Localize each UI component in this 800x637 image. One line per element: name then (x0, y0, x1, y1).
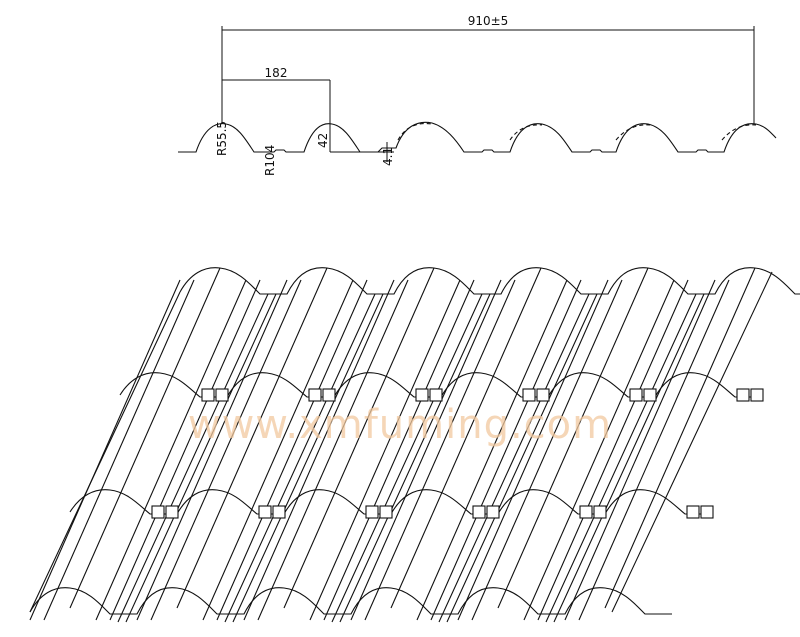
sheet-ridge-line (95, 279, 247, 621)
sheet-step-block (365, 505, 379, 519)
sheet-step-block (486, 505, 500, 519)
sheet-ridge-line (109, 279, 261, 621)
sheet-top-edge (179, 267, 800, 295)
sheet-ridge-line (202, 279, 354, 621)
sheet-bottom-edge (29, 587, 672, 615)
pitch-label: 182 (265, 66, 288, 80)
profile-outline (178, 121, 777, 153)
sheet-ridge-line (323, 279, 475, 621)
sheet-step-block (579, 505, 593, 519)
sheet-step-block (379, 505, 393, 519)
sheet-step-block (272, 505, 286, 519)
sheet-ridge-line (232, 293, 384, 623)
sheet-ridge-line (309, 279, 461, 621)
sheet-step-block (750, 388, 764, 402)
dimension-labels: 910±5 182 R55.5 R104 42 4.1 (215, 14, 508, 176)
sheet-step-block (643, 388, 657, 402)
sheet-ridge-line (416, 279, 568, 621)
sheet-ridge-line (224, 293, 376, 623)
tile-sheet-isometric (29, 267, 800, 623)
sheet-ridge-line (564, 279, 716, 621)
sheet-ridge-line (471, 279, 623, 621)
sheet-ridge-line (69, 267, 221, 609)
sheet-step-block (429, 388, 443, 402)
sheet-ridge-line (117, 293, 269, 623)
sheet-step-block (736, 388, 750, 402)
step-height-label: 4.1 (381, 147, 395, 166)
sheet-ridge-line (331, 293, 483, 623)
sheet-step-block (308, 388, 322, 402)
sheet-ridge-line (283, 267, 435, 609)
sheet-ridge-line (578, 279, 730, 621)
sheet-ridge-line (457, 279, 609, 621)
crest-height-label: 42 (316, 133, 330, 148)
sheet-ridge-line (257, 279, 409, 621)
sheet-left-edge (29, 291, 181, 613)
overall-width-label: 910±5 (468, 14, 509, 28)
profile-section (178, 121, 777, 153)
sheet-step-block (415, 388, 429, 402)
sheet-step-block (522, 388, 536, 402)
dimension-lines (221, 26, 755, 162)
sheet-ridge-line (150, 279, 302, 621)
sheet-ridge-line (43, 279, 195, 621)
sheet-ridge-line (364, 279, 516, 621)
sheet-ridge-line (604, 267, 756, 609)
sheet-ridge-line (243, 279, 395, 621)
sheet-step-block (258, 505, 272, 519)
sheet-ridge-line (176, 267, 328, 609)
sheet-step-block (593, 505, 607, 519)
sheet-step-block (215, 388, 229, 402)
sheet-step-block (165, 505, 179, 519)
sheet-ridge-line (125, 293, 277, 623)
sheet-step-block (472, 505, 486, 519)
sheet-ridge-line (29, 279, 181, 621)
profile-hidden-edge (397, 122, 757, 141)
sheet-ridge-line (430, 279, 582, 621)
sheet-step-block (629, 388, 643, 402)
sheet-ridge-line (136, 279, 288, 621)
sheet-ridge-line (339, 293, 491, 623)
sheet-step-block (536, 388, 550, 402)
sheet-right-edge (611, 271, 773, 613)
sheet-ridge-line (523, 279, 675, 621)
sheet-ridge-line (446, 293, 598, 623)
radius-crest-label: R55.5 (215, 121, 229, 156)
sheet-ridge-line (216, 279, 368, 621)
sheet-ridge-line (350, 279, 502, 621)
sheet-step-block (201, 388, 215, 402)
radius-valley-label: R104 (263, 145, 277, 176)
sheet-ridge-line (553, 293, 705, 623)
sheet-step-block (700, 505, 714, 519)
sheet-ridge-line (390, 267, 542, 609)
sheet-step-block (686, 505, 700, 519)
sheet-ridge-line (537, 279, 689, 621)
sheet-ridge-line (438, 293, 590, 623)
sheet-ridge-line (497, 267, 649, 609)
sheet-step-block (322, 388, 336, 402)
sheet-ridge-line (545, 293, 697, 623)
sheet-step-block (151, 505, 165, 519)
